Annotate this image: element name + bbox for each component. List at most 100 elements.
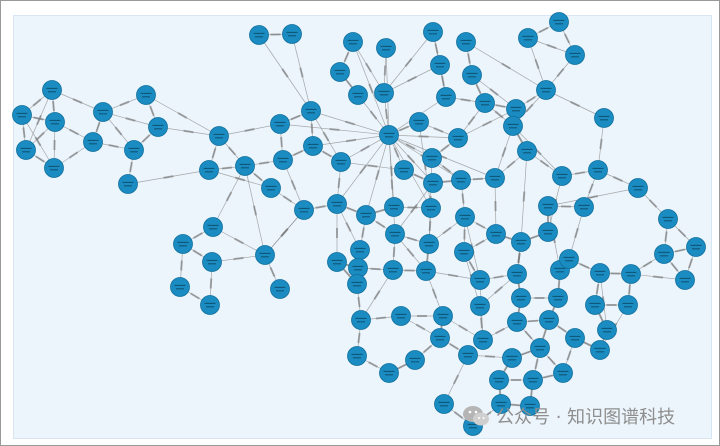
graph-node <box>536 80 556 100</box>
graph-node <box>436 87 456 107</box>
graph-node <box>270 279 290 299</box>
edge-label-mark <box>22 127 26 138</box>
edge-label-mark <box>357 332 361 344</box>
graph-node <box>347 274 367 294</box>
graph-node <box>235 156 255 176</box>
graph-node <box>273 150 293 170</box>
graph-node <box>379 363 399 383</box>
node-circle <box>539 310 559 330</box>
edge-label-mark <box>404 57 413 68</box>
node-circle <box>273 150 293 170</box>
graph-node <box>628 178 648 198</box>
edge-label-mark <box>574 227 579 239</box>
graph-node <box>486 224 506 244</box>
graph-node <box>473 330 493 350</box>
edge-label-mark <box>449 343 459 350</box>
graph-node <box>83 132 103 152</box>
node-circle <box>621 264 641 284</box>
graph-node <box>565 328 585 348</box>
edge-label-mark <box>367 164 378 168</box>
node-circle <box>536 80 556 100</box>
graph-node <box>507 312 527 332</box>
graph-node <box>202 252 222 272</box>
graph-node <box>502 348 522 368</box>
edge-label-mark <box>563 33 571 44</box>
graph-node <box>376 38 396 58</box>
edge-label-mark <box>141 134 151 143</box>
graph-node <box>405 350 425 370</box>
edge-label-mark <box>293 149 303 157</box>
edge-label-mark <box>125 117 136 122</box>
graph-node <box>448 128 468 148</box>
node-circle <box>434 394 454 414</box>
watermark: 公众号 · 知识图谱科技 <box>462 398 675 434</box>
graph-node <box>343 32 363 52</box>
edge-label-mark <box>480 317 483 329</box>
node-circle <box>511 288 531 308</box>
edge-label-mark <box>36 131 45 141</box>
edge-label-mark <box>342 268 352 278</box>
edge-label-mark <box>547 356 556 365</box>
graph-node <box>301 101 321 121</box>
node-circle <box>170 277 190 297</box>
graph-node <box>42 80 62 100</box>
graph-node <box>348 85 368 105</box>
edge-label-mark <box>343 52 350 62</box>
edge-label-mark <box>556 68 565 77</box>
edge-label-mark <box>407 75 417 83</box>
graph-node <box>331 152 351 172</box>
edge-label-mark <box>482 120 492 127</box>
node-circle <box>379 363 399 383</box>
graph-node <box>491 394 511 414</box>
edge-label-mark <box>282 195 293 203</box>
edge-label-mark <box>163 175 174 179</box>
graph-node <box>255 245 275 265</box>
node-circle <box>261 178 281 198</box>
edge-label-mark <box>570 100 580 108</box>
edge-label-mark <box>375 220 386 229</box>
node-circle <box>502 348 522 368</box>
edge-label-mark <box>494 110 504 119</box>
edge-label-mark <box>687 258 694 269</box>
wechat-bubble-icon <box>462 404 490 428</box>
edge-label-mark <box>534 358 539 370</box>
edge-label-mark <box>495 327 505 335</box>
edge-label-mark <box>582 340 593 348</box>
graph-node <box>470 296 490 316</box>
edge-label-mark <box>510 403 521 407</box>
graph-node <box>209 126 229 146</box>
node-circle <box>327 252 347 272</box>
node-circle <box>470 296 490 316</box>
graph-node <box>430 55 450 75</box>
edge-label-mark <box>72 98 83 104</box>
node-circle <box>199 160 219 180</box>
graph-node <box>379 125 399 145</box>
edge-label-mark <box>447 273 459 278</box>
node-circle <box>489 370 509 390</box>
graph-node <box>565 45 585 65</box>
node-circle <box>430 55 450 75</box>
graph-node <box>294 200 314 220</box>
edge-label-mark <box>579 263 590 269</box>
edge-label-mark <box>258 161 270 165</box>
node-circle <box>507 312 527 332</box>
edge-label-mark <box>52 100 55 112</box>
node-circle <box>255 245 275 265</box>
edge-label-mark <box>375 169 380 181</box>
node-circle <box>518 28 538 48</box>
edge-label-mark <box>461 193 465 204</box>
edge-label-mark <box>526 95 536 104</box>
node-circle <box>470 270 490 290</box>
edge-label-mark <box>494 285 503 295</box>
node-circle <box>351 310 371 330</box>
edge-label-mark <box>365 62 372 73</box>
node-circle <box>588 160 608 180</box>
edge-label-mark <box>390 179 394 190</box>
node-circle <box>430 328 450 348</box>
node-circle <box>530 338 550 358</box>
graph-node <box>203 217 223 237</box>
graph-node <box>261 178 281 198</box>
graph-node <box>470 270 490 290</box>
node-circle <box>658 209 678 229</box>
edge-label-mark <box>399 125 409 132</box>
